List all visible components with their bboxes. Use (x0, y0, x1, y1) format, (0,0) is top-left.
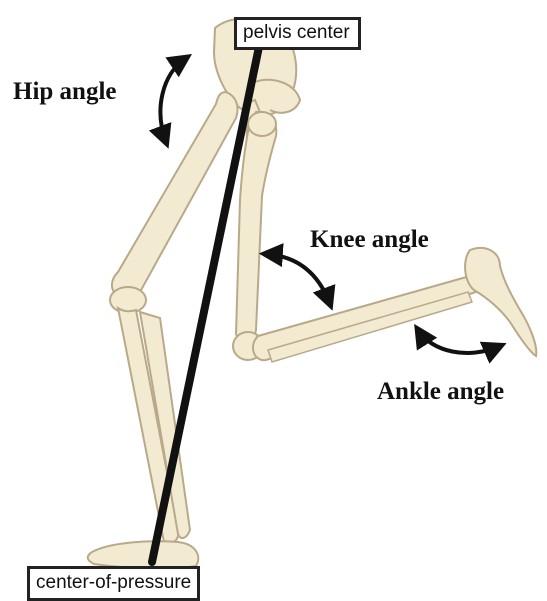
standing-foot-bone (88, 541, 199, 568)
center-of-pressure-label: center-of-pressure (27, 566, 200, 601)
hip-angle-label: Hip angle (13, 78, 117, 106)
knee-angle-label: Knee angle (310, 226, 429, 254)
hip-angle-arrow (160, 58, 186, 142)
pelvis-center-label: pelvis center (234, 17, 361, 50)
ankle-angle-arrow (418, 330, 500, 353)
standing-femur-bone (110, 92, 238, 313)
flexed-foot-bone (465, 248, 536, 356)
knee-angle-arrow (266, 254, 330, 304)
ankle-angle-label: Ankle angle (377, 378, 504, 406)
